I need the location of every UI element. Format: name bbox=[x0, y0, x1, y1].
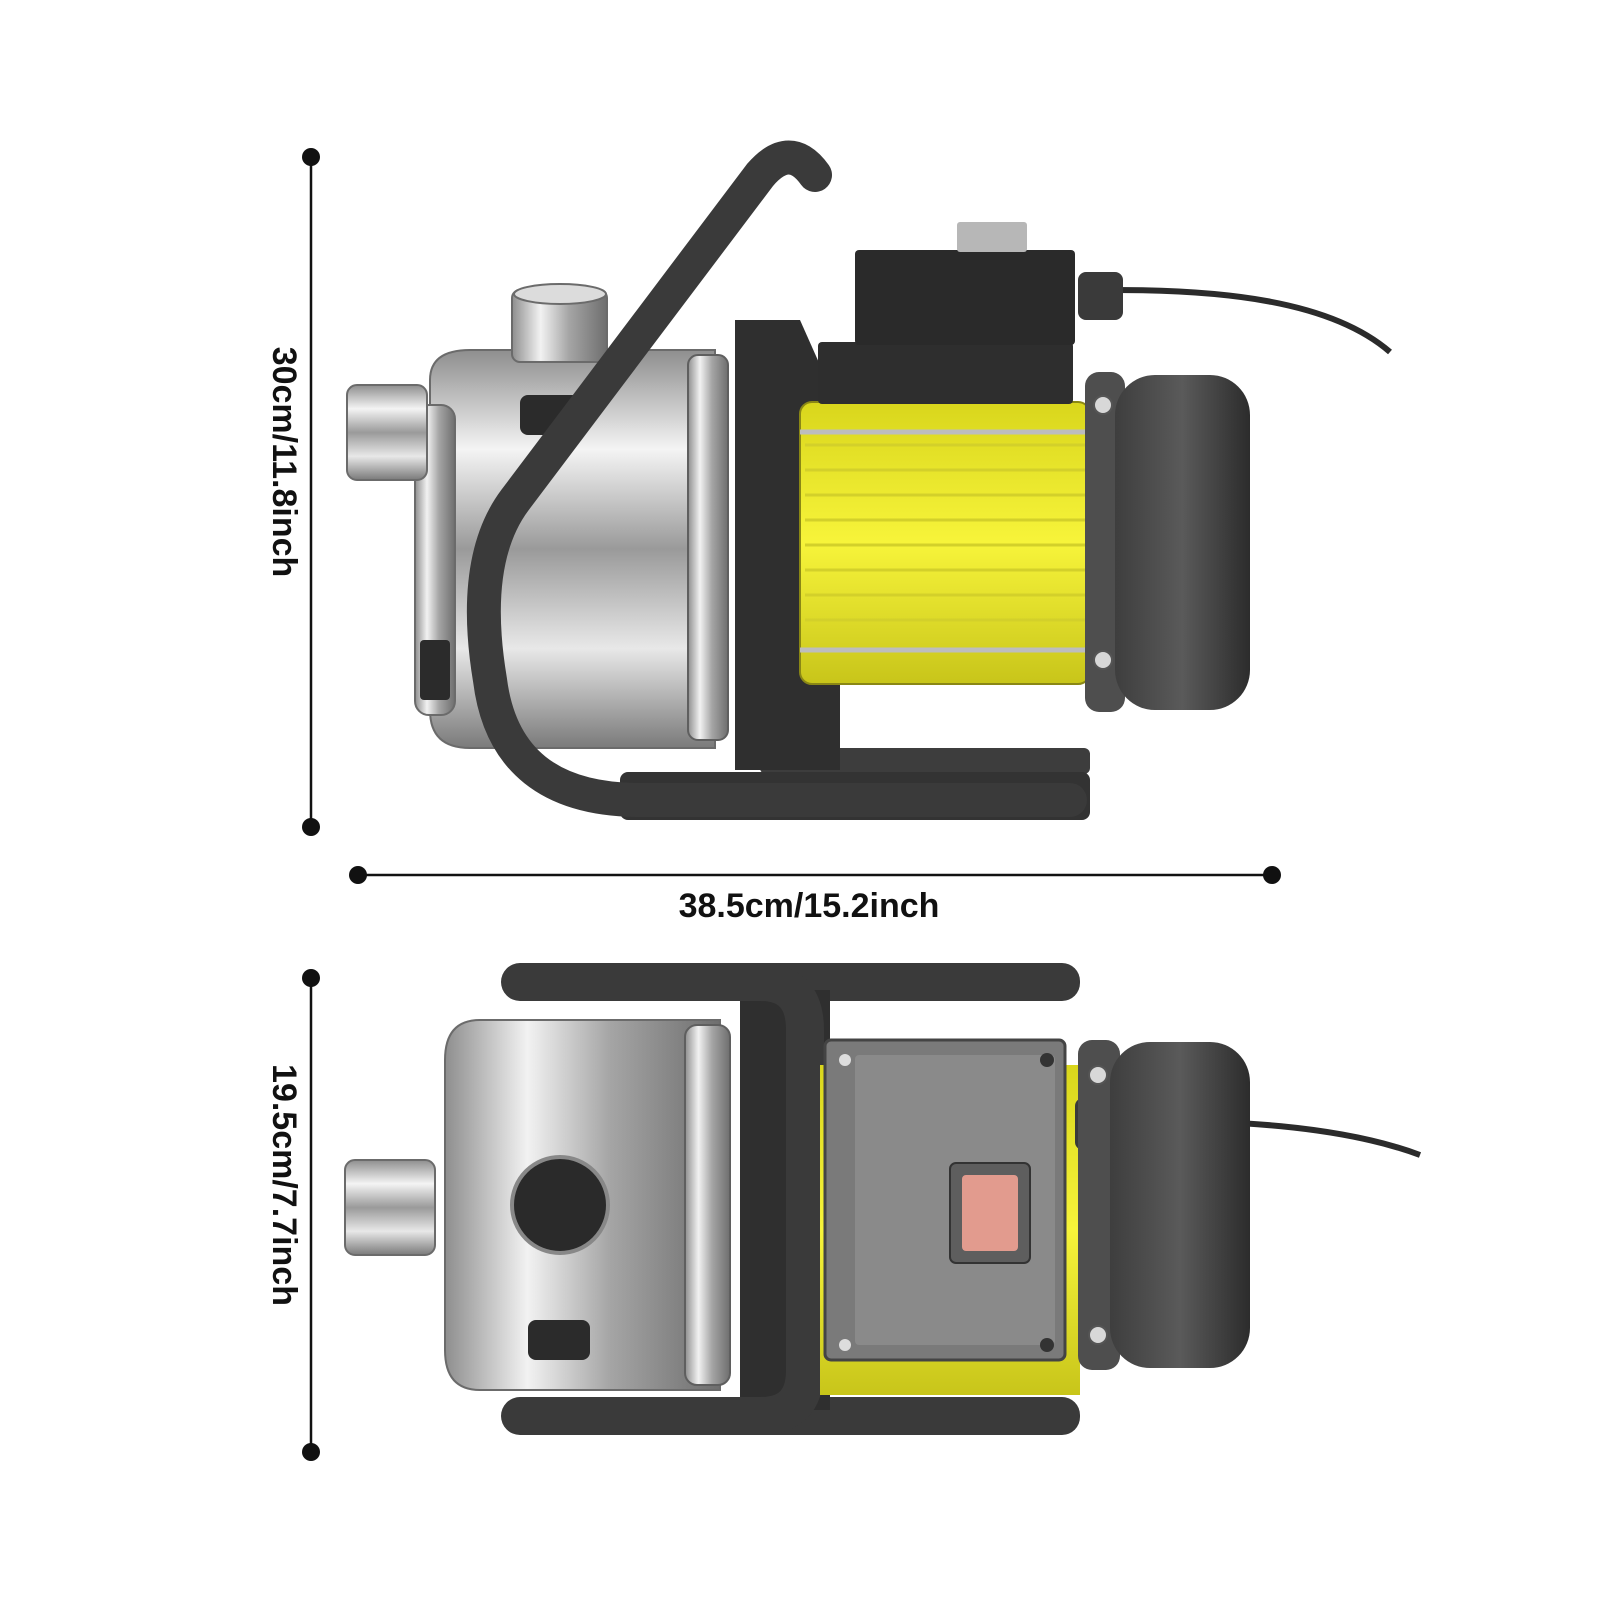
motor-fins bbox=[805, 443, 1085, 622]
length-dimension-line bbox=[349, 866, 1281, 884]
carry-handle-top bbox=[501, 963, 824, 1435]
height-dimension-label: 30cm/11.8inch bbox=[265, 346, 303, 578]
cord-gland bbox=[1078, 272, 1123, 320]
base-rail-back bbox=[760, 748, 1090, 774]
inlet-pipe bbox=[346, 384, 428, 481]
width-dimension-label: 19.5cm/7.7inch bbox=[265, 1064, 303, 1306]
height-dimension-line bbox=[302, 148, 320, 836]
terminal-box-lower bbox=[818, 342, 1073, 404]
terminal-box-upper bbox=[855, 250, 1075, 345]
power-switch bbox=[962, 1175, 1018, 1251]
inlet-pipe-top bbox=[344, 1159, 436, 1256]
motor-end-cap-top bbox=[1110, 1042, 1250, 1368]
length-dimension-label: 38.5cm/15.2inch bbox=[678, 887, 940, 925]
outlet-port bbox=[510, 1155, 610, 1255]
power-cord bbox=[1114, 287, 1392, 355]
drain-plug-top bbox=[528, 1320, 590, 1360]
housing-flange bbox=[687, 354, 729, 741]
motor-end-cap bbox=[1115, 375, 1250, 710]
motor-end-cap-ring-top bbox=[1078, 1040, 1120, 1370]
top-view bbox=[344, 963, 1422, 1435]
side-view bbox=[346, 140, 1392, 820]
carry-handle bbox=[466, 140, 1087, 817]
width-dimension-line bbox=[302, 969, 320, 1461]
